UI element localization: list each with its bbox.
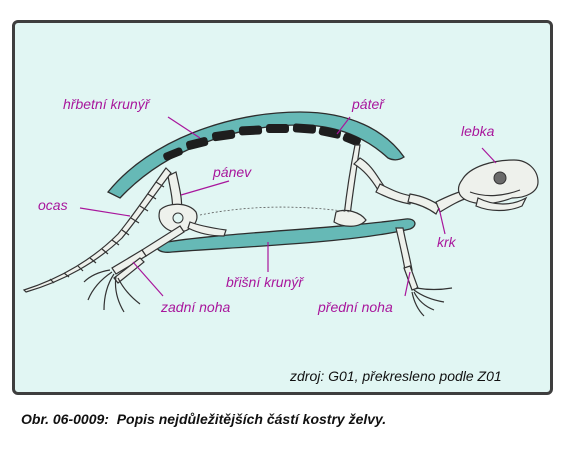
skull bbox=[457, 159, 539, 212]
hind-leg bbox=[83, 225, 185, 313]
label-pelvis: pánev bbox=[212, 164, 252, 180]
label-spine: páteř bbox=[351, 96, 385, 112]
ventral-shell bbox=[156, 218, 416, 253]
label-skull: lebka bbox=[461, 123, 495, 139]
shoulder-girdle bbox=[333, 144, 367, 227]
dorsal-shell bbox=[106, 111, 405, 199]
label-tail: ocas bbox=[38, 197, 68, 213]
source-note: zdroj: G01, překresleno podle Z01 bbox=[289, 368, 502, 384]
front-leg bbox=[395, 227, 453, 317]
label-ventral-shell: břišní krunýř bbox=[226, 274, 304, 290]
label-neck: krk bbox=[437, 234, 457, 250]
internal-outline bbox=[199, 206, 351, 216]
pelvis bbox=[158, 171, 227, 237]
label-dorsal-shell: hřbetní krunýř bbox=[63, 96, 151, 112]
label-hind-leg: zadní noha bbox=[160, 299, 230, 315]
spine-vertebrae bbox=[163, 123, 361, 161]
neck bbox=[353, 157, 469, 215]
diagram-frame bbox=[12, 20, 553, 395]
leader-lines bbox=[79, 116, 497, 297]
figure-caption: Obr. 06-0009: Popis nejdůležitějších čás… bbox=[21, 411, 387, 427]
tail bbox=[22, 167, 172, 293]
label-front-leg: přední noha bbox=[317, 299, 393, 315]
